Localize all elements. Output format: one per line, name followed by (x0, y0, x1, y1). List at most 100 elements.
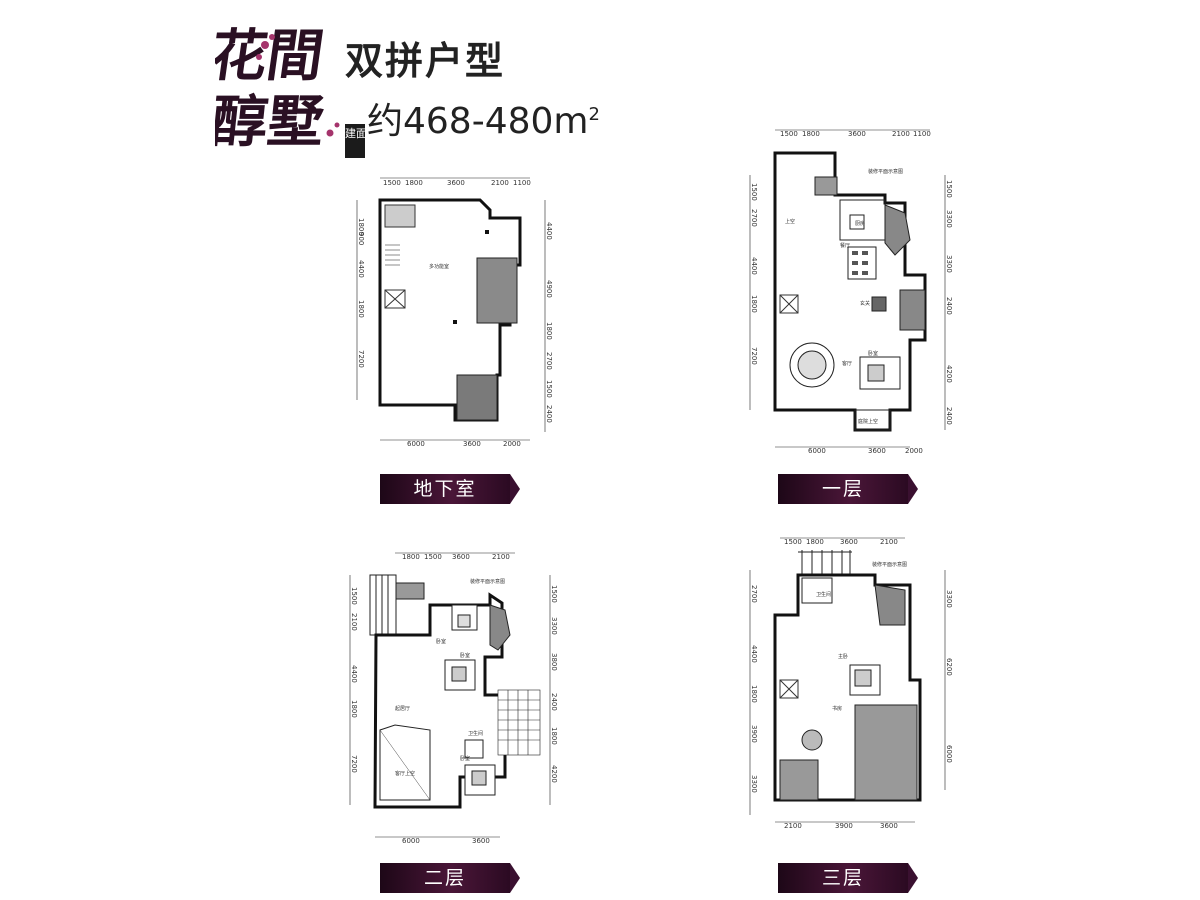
left-dims: 1500 2100 4400 1800 7200 (350, 587, 358, 773)
svg-text:2400: 2400 (945, 297, 953, 315)
svg-text:1100: 1100 (513, 179, 531, 187)
svg-text:4900: 4900 (545, 280, 553, 298)
svg-text:1500: 1500 (545, 380, 553, 398)
unit-type-title: 双拼户型 (345, 39, 506, 83)
bottom-dims: 6000 3600 2000 (407, 440, 521, 448)
svg-text:1800: 1800 (350, 700, 358, 718)
room-label-kitchen: 厨房 (855, 220, 865, 227)
svg-text:2100: 2100 (892, 130, 910, 138)
svg-text:900: 900 (357, 232, 365, 245)
room-label-bath: 卫生间 (816, 591, 831, 598)
right-dims: 3300 6200 6000 (945, 590, 953, 763)
svg-text:2000: 2000 (905, 447, 923, 455)
svg-text:7200: 7200 (750, 347, 758, 365)
svg-text:2000: 2000 (503, 440, 521, 448)
floor-label-second: 二层 (380, 863, 520, 893)
room-label-master-bedroom: 主卧 (838, 653, 848, 660)
top-dims: 1800 1500 3600 2100 (402, 553, 510, 561)
svg-text:醇墅: 醇墅 (215, 89, 327, 150)
svg-text:4200: 4200 (550, 765, 558, 783)
svg-text:7200: 7200 (357, 350, 365, 368)
room-label-multipurpose: 多功能室 (429, 263, 449, 270)
svg-text:1800: 1800 (405, 179, 423, 187)
svg-text:2400: 2400 (550, 693, 558, 711)
svg-text:2100: 2100 (784, 822, 802, 830)
top-dims: 1500 1800 3600 2100 1100 (383, 179, 531, 187)
svg-text:1800: 1800 (750, 685, 758, 703)
svg-text:1800: 1800 (357, 300, 365, 318)
svg-text:6200: 6200 (945, 658, 953, 676)
left-dims: 2700 4400 1800 3900 3300 (750, 585, 758, 793)
room-label-family-room: 起居厅 (395, 706, 410, 712)
svg-text:1100: 1100 (913, 130, 931, 138)
svg-text:3600: 3600 (840, 538, 858, 546)
floor-label-third: 三层 (778, 863, 918, 893)
right-dims: 1500 3300 3300 2400 4200 2400 (945, 180, 953, 425)
room-label-living: 客厅 (842, 360, 852, 367)
svg-text:6000: 6000 (402, 837, 420, 845)
floorplan-first: 1500 1800 3600 2100 1100 装修平面示意图 6000 36… (740, 125, 960, 455)
svg-text:1500: 1500 (784, 538, 802, 546)
plan-note: 装修平面示意图 (470, 578, 505, 585)
svg-text:1800: 1800 (357, 218, 365, 236)
svg-text:3600: 3600 (868, 447, 886, 455)
svg-text:3300: 3300 (945, 590, 953, 608)
svg-text:3600: 3600 (880, 822, 898, 830)
svg-text:2100: 2100 (350, 613, 358, 631)
room-label-bath: 卫生间 (468, 730, 483, 737)
bottom-dims: 6000 3600 (402, 837, 490, 845)
svg-text:3300: 3300 (750, 775, 758, 793)
right-dims: 1500 3300 3800 2400 1800 4200 (550, 585, 558, 783)
plan-note: 装修平面示意图 (872, 561, 907, 568)
room-label-study: 书房 (832, 705, 842, 712)
room-label-living-void: 客厅上空 (395, 770, 415, 777)
svg-text:3800: 3800 (550, 653, 558, 671)
svg-text:1500: 1500 (550, 585, 558, 603)
svg-text:1800: 1800 (545, 322, 553, 340)
svg-text:1800: 1800 (550, 727, 558, 745)
svg-text:4400: 4400 (350, 665, 358, 683)
area-badge: 建面 (345, 124, 367, 158)
svg-text:1500: 1500 (780, 130, 798, 138)
svg-text:3900: 3900 (750, 725, 758, 743)
floorplan-basement: 1500 1800 3600 2100 1100 6000 3600 2000 … (345, 170, 565, 450)
room-label-bedroom: 卧室 (868, 350, 878, 357)
svg-text:1800: 1800 (802, 130, 820, 138)
room-label-void: 上空 (785, 218, 795, 225)
bottom-dims: 2100 3900 3600 (784, 822, 898, 830)
svg-text:1800: 1800 (806, 538, 824, 546)
svg-text:4400: 4400 (545, 222, 553, 240)
svg-text:4400: 4400 (357, 260, 365, 278)
room-label-foyer: 玄关 (860, 300, 870, 307)
top-dims: 1500 1800 3600 2100 1100 (780, 130, 931, 138)
room-label-courtyard-void: 庭院上空 (858, 418, 878, 425)
svg-text:2700: 2700 (750, 585, 758, 603)
svg-text:1800: 1800 (402, 553, 420, 561)
svg-text:1500: 1500 (383, 179, 401, 187)
svg-text:3300: 3300 (945, 255, 953, 273)
brand-logo: 花間 醇墅 (207, 15, 375, 155)
svg-text:1800: 1800 (750, 295, 758, 313)
svg-text:7200: 7200 (350, 755, 358, 773)
room-label-bedroom-2: 卧室 (460, 652, 470, 659)
plan-note: 装修平面示意图 (868, 168, 903, 175)
room-label-bedroom-3: 卧室 (460, 755, 470, 762)
svg-text:4200: 4200 (945, 365, 953, 383)
svg-text:3900: 3900 (835, 822, 853, 830)
top-dims: 1500 1800 3600 2100 (784, 538, 898, 546)
svg-text:1500: 1500 (424, 553, 442, 561)
svg-text:3300: 3300 (945, 210, 953, 228)
svg-text:3600: 3600 (447, 179, 465, 187)
room-label-bedroom-1: 卧室 (436, 638, 446, 645)
svg-text:3300: 3300 (550, 617, 558, 635)
area-unit-sup: 2 (588, 104, 600, 125)
svg-text:2700: 2700 (545, 352, 553, 370)
floor-label-basement: 地下室 (380, 474, 520, 504)
svg-text:3600: 3600 (463, 440, 481, 448)
svg-text:6000: 6000 (808, 447, 826, 455)
svg-text:3600: 3600 (452, 553, 470, 561)
svg-text:2700: 2700 (750, 209, 758, 227)
floor-label-first: 一层 (778, 474, 918, 504)
right-dims: 4400 4900 1800 2700 1500 2400 (545, 222, 553, 423)
left-dims: 1800 900 4400 1800 7200 (357, 218, 365, 368)
